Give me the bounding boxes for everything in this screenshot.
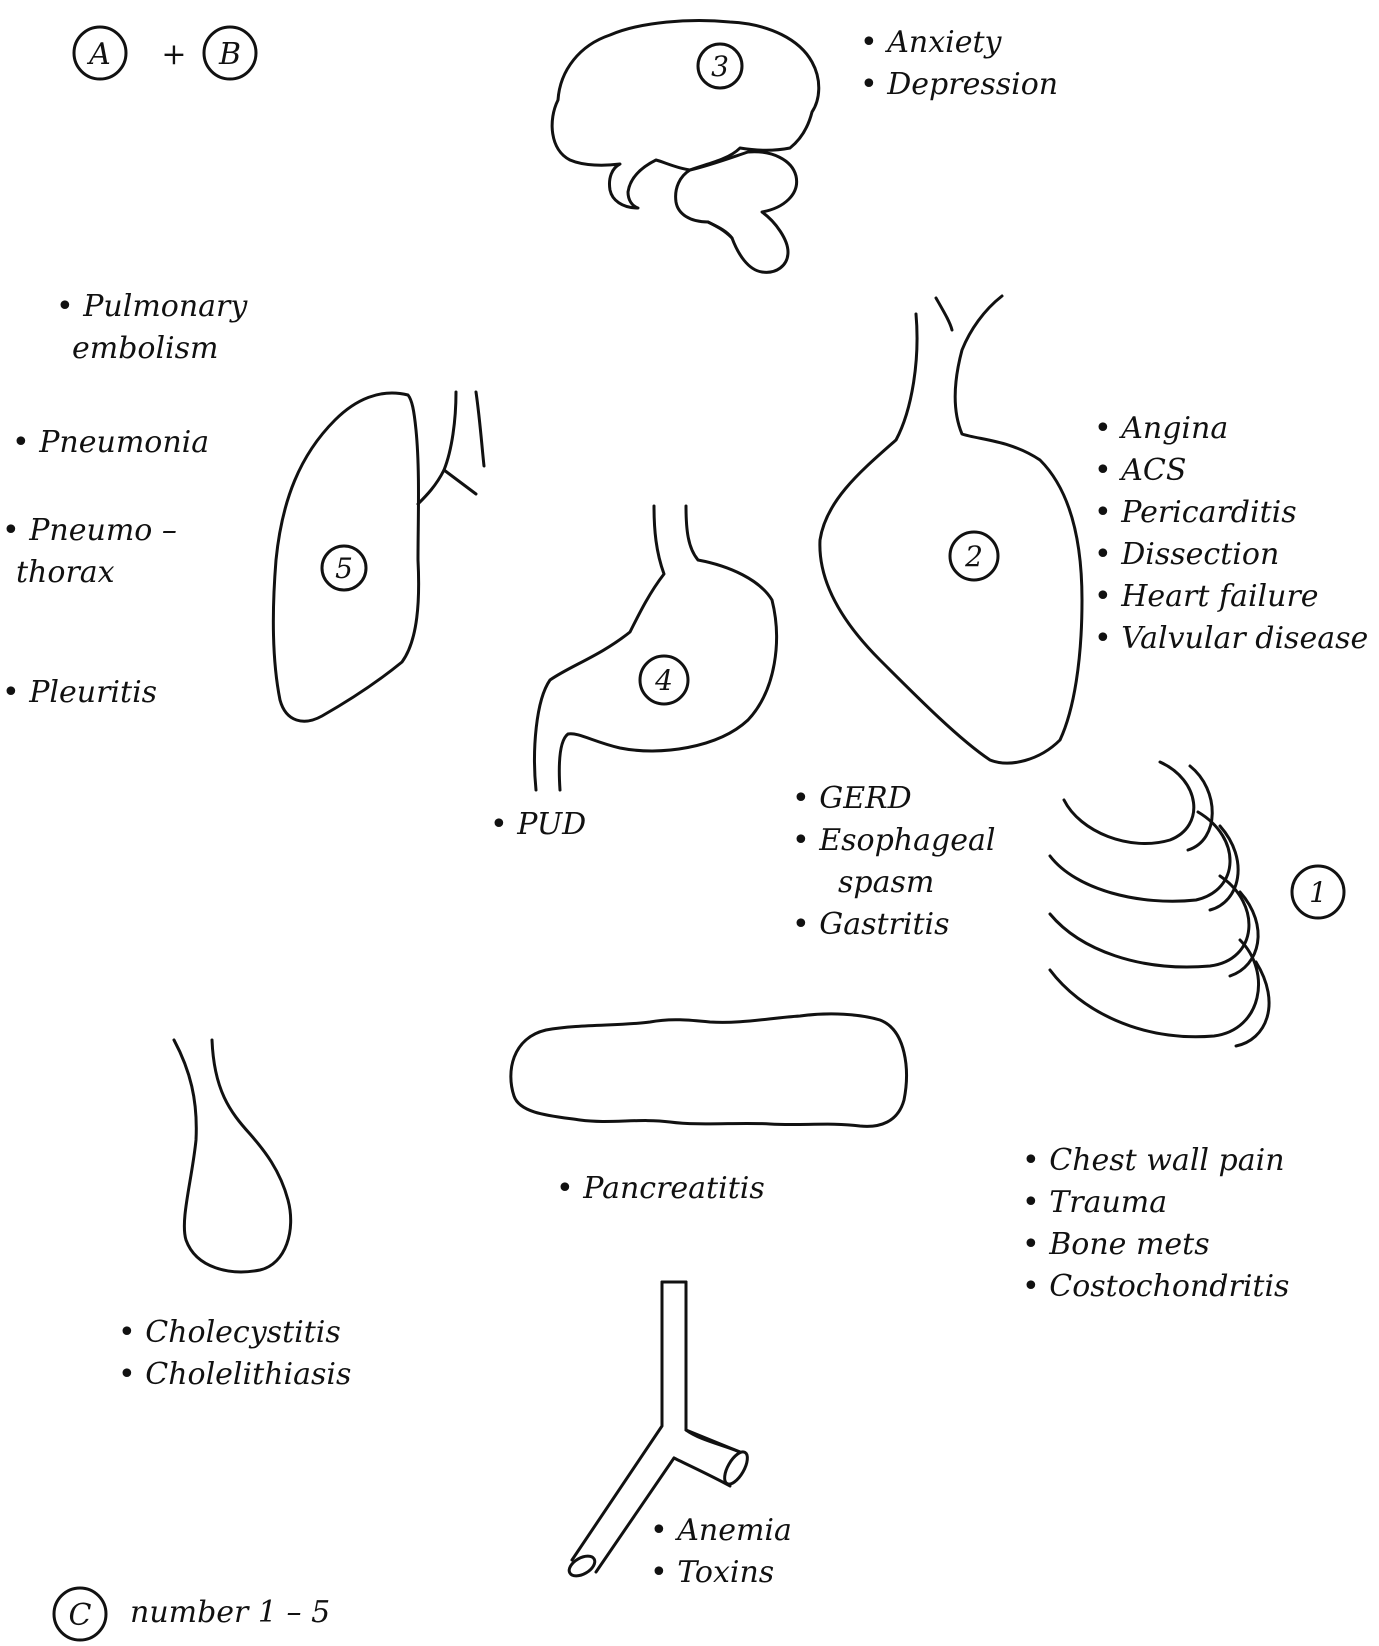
tag-c-label: C <box>69 1598 92 1633</box>
vessel-item-1: • Toxins <box>650 1555 774 1590</box>
gallbladder-icon <box>172 1038 293 1274</box>
tag-c: C <box>52 1586 108 1642</box>
tag-a: A <box>72 25 128 81</box>
svg-text:2: 2 <box>964 540 983 573</box>
pancreas-items: • Pancreatitis <box>556 1171 765 1206</box>
tag-b: B <box>202 25 258 81</box>
lung-item-1: embolism <box>72 331 219 366</box>
brain-number: 3 <box>696 42 744 90</box>
heart-item-2: • Pericarditis <box>1094 495 1297 530</box>
lung-items: • Pulmonary embolism • Pneumonia • Pneum… <box>2 289 248 710</box>
stomach-item-2: • Esophageal <box>792 823 995 858</box>
footer-text: number 1 – 5 <box>130 1595 330 1630</box>
ribs-item-1: • Trauma <box>1022 1185 1167 1220</box>
heart-item-4: • Heart failure <box>1094 579 1319 614</box>
lung-item-2: • Pneumonia <box>12 425 209 460</box>
stomach-item-3: spasm <box>838 865 934 900</box>
stomach-item-1: • GERD <box>792 781 912 816</box>
lung-item-5: • Pleuritis <box>2 675 157 710</box>
stomach-item-4: • Gastritis <box>792 907 950 942</box>
vessel-items: • Anemia • Toxins <box>650 1513 792 1590</box>
stomach-items: • PUD • GERD • Esophageal spasm • Gastri… <box>490 781 995 942</box>
pancreas-icon <box>509 1012 908 1128</box>
ribs-number: 1 <box>1290 864 1346 920</box>
tag-b-label: B <box>218 37 241 72</box>
vessel-item-0: • Anemia <box>650 1513 792 1548</box>
heart-item-3: • Dissection <box>1094 537 1279 572</box>
svg-text:1: 1 <box>1309 876 1327 909</box>
heart-item-5: • Valvular disease <box>1094 621 1368 656</box>
stomach-item-0: • PUD <box>490 807 586 842</box>
heart-item-1: • ACS <box>1094 453 1186 488</box>
heart-icon <box>818 294 1084 765</box>
lung-icon <box>271 390 486 723</box>
ribcage-icon <box>1048 760 1271 1048</box>
heart-number: 2 <box>948 530 1000 582</box>
gallbladder-item-1: • Cholelithiasis <box>118 1357 351 1392</box>
blood-vessel-icon <box>567 1280 749 1578</box>
ribs-item-3: • Costochondritis <box>1022 1269 1289 1304</box>
pancreas-item-0: • Pancreatitis <box>556 1171 765 1206</box>
brain-items: • Anxiety • Depression <box>860 25 1058 102</box>
lung-number: 5 <box>320 544 368 592</box>
brain-item-0: • Anxiety <box>860 25 1003 60</box>
heart-items: • Angina • ACS • Pericarditis • Dissecti… <box>1094 411 1368 656</box>
ribs-item-2: • Bone mets <box>1022 1227 1210 1262</box>
heart-item-0: • Angina <box>1094 411 1228 446</box>
svg-text:3: 3 <box>711 50 729 83</box>
plus-sign: + <box>161 37 186 72</box>
lung-item-4: thorax <box>16 555 115 590</box>
gallbladder-items: • Cholecystitis • Cholelithiasis <box>118 1315 351 1392</box>
lung-item-0: • Pulmonary <box>56 289 248 324</box>
lung-item-3: • Pneumo – <box>2 513 177 548</box>
ribs-item-0: • Chest wall pain <box>1022 1143 1285 1178</box>
brain-icon <box>550 19 821 274</box>
stomach-icon <box>533 504 778 792</box>
stomach-number: 4 <box>638 654 690 706</box>
tag-a-label: A <box>86 37 111 72</box>
gallbladder-item-0: • Cholecystitis <box>118 1315 341 1350</box>
brain-item-1: • Depression <box>860 67 1058 102</box>
svg-text:5: 5 <box>335 552 353 585</box>
svg-text:4: 4 <box>654 664 673 697</box>
ribs-items: • Chest wall pain • Trauma • Bone mets •… <box>1022 1143 1289 1304</box>
